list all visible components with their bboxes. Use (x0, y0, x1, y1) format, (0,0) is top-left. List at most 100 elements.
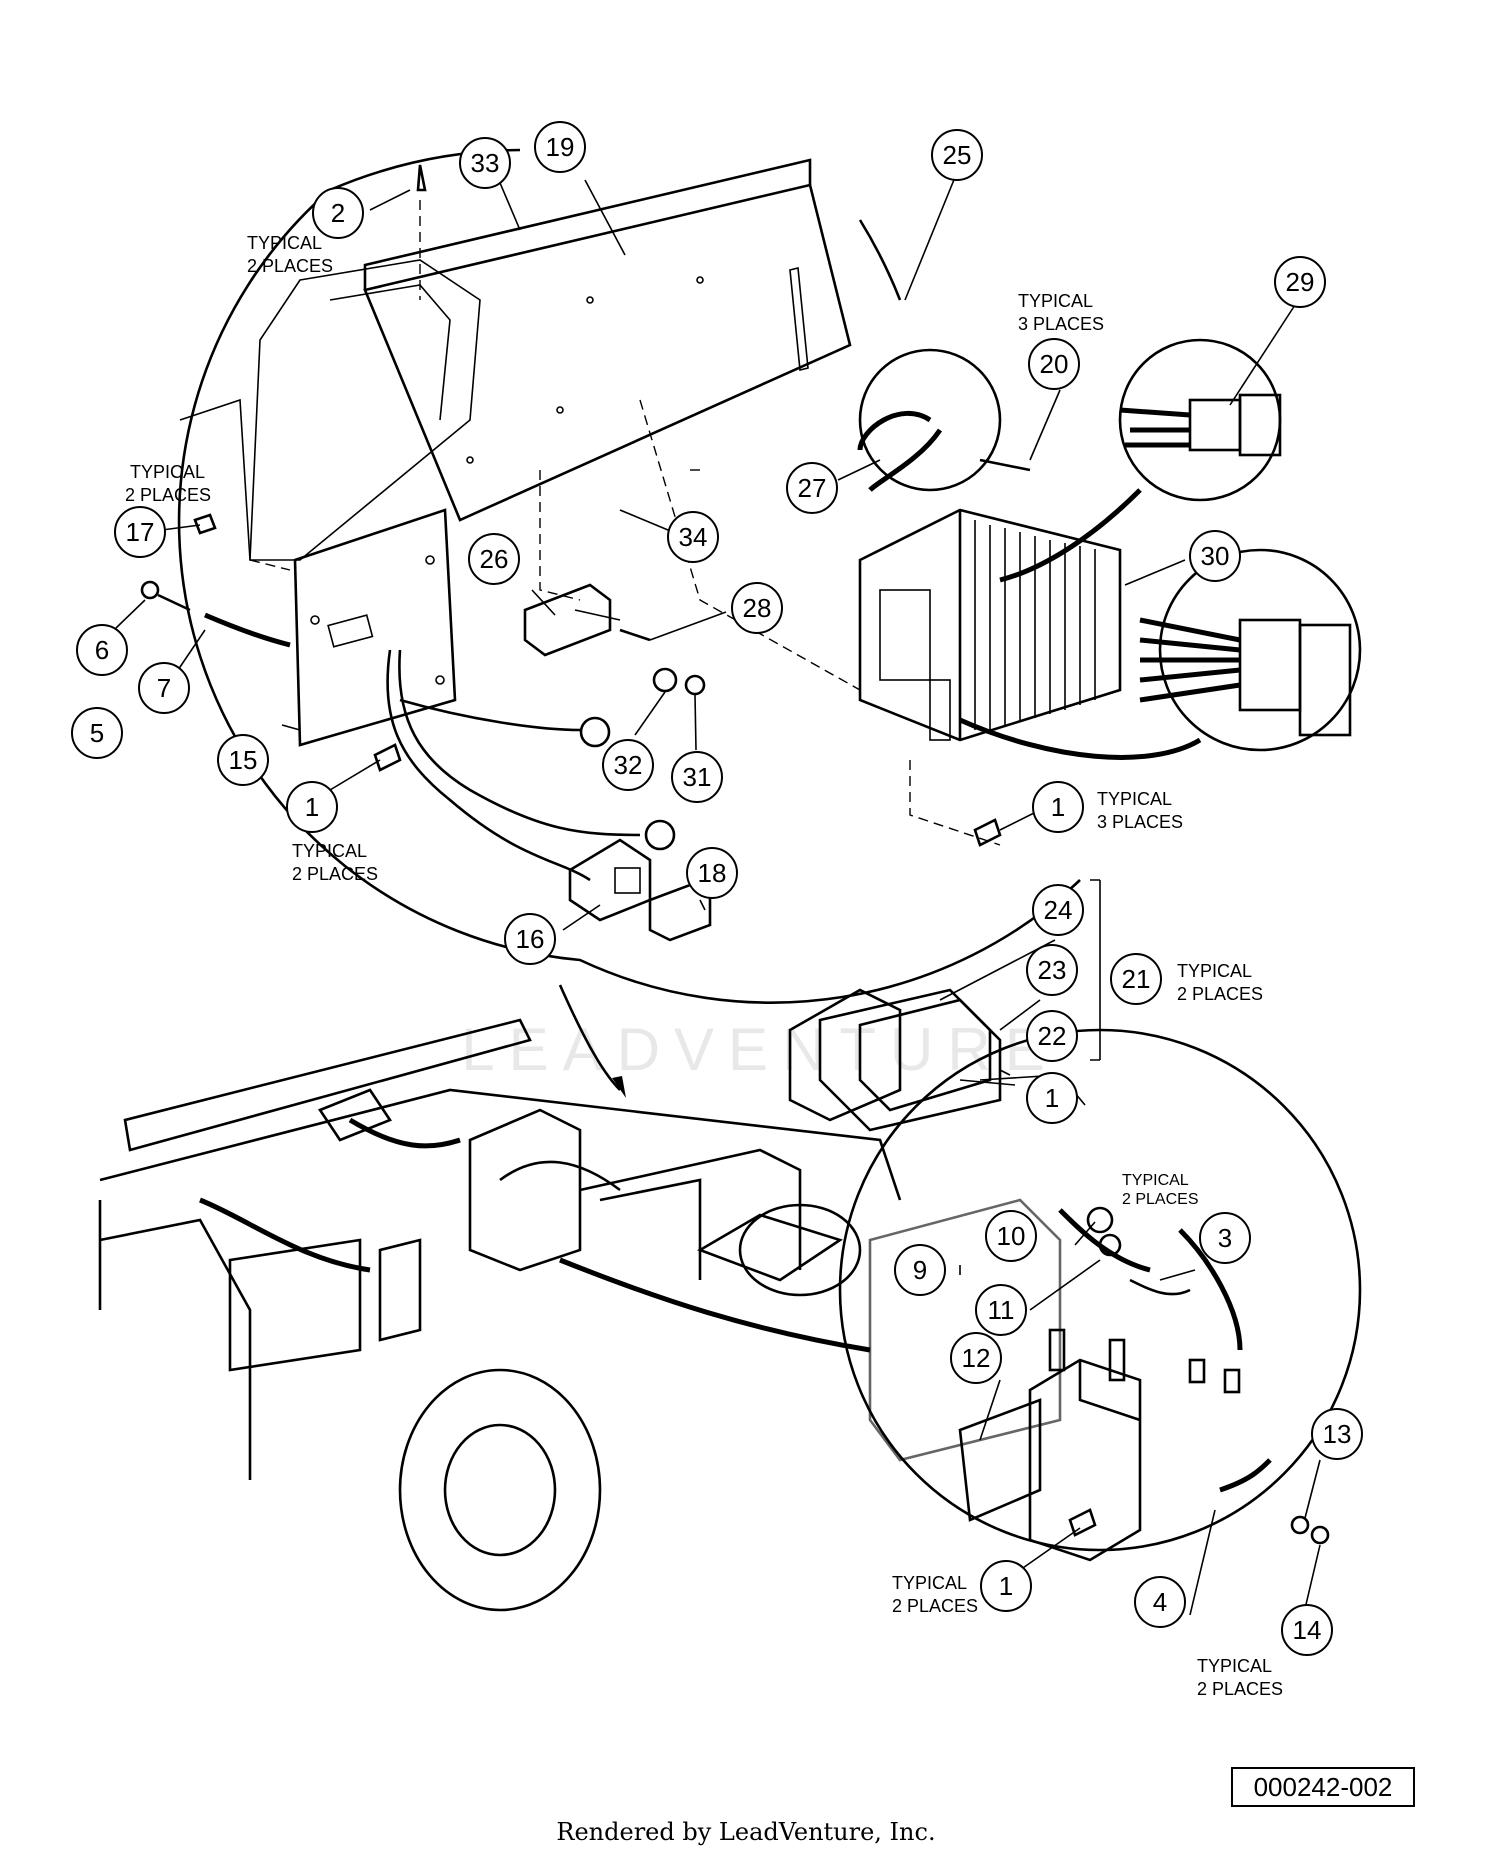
callout-24: 24 (1032, 884, 1084, 936)
callout-12: 12 (950, 1332, 1002, 1384)
callout-25: 25 (931, 129, 983, 181)
mounting-plate-19 (363, 158, 852, 522)
svg-text:33: 33 (471, 148, 500, 178)
controller-30 (858, 508, 1122, 742)
svg-text:25: 25 (943, 140, 972, 170)
callout-26: 26 (468, 533, 520, 585)
callout-32: 32 (602, 739, 654, 791)
svg-text:TYPICAL: TYPICAL (1177, 961, 1252, 981)
callout-22: 22 (1026, 1010, 1078, 1062)
callout-33: 33 (459, 137, 511, 189)
note-typical-3: TYPICAL 2 PLACES (1122, 1172, 1198, 1208)
svg-text:TYPICAL: TYPICAL (892, 1573, 967, 1593)
note-typical-1b: TYPICAL 3 PLACES (1097, 789, 1183, 832)
note-typical-2: TYPICAL 2 PLACES (247, 233, 333, 276)
svg-text:TYPICAL: TYPICAL (1097, 789, 1172, 809)
svg-text:2 PLACES: 2 PLACES (892, 1596, 978, 1616)
nut-31 (684, 674, 706, 696)
svg-text:TYPICAL: TYPICAL (1122, 1172, 1189, 1189)
callout-21: 21 (1110, 953, 1162, 1005)
note-typical-14: TYPICAL 2 PLACES (1197, 1656, 1283, 1699)
washer-32 (652, 667, 678, 693)
callout-1-c: 1 (1026, 1072, 1078, 1124)
svg-text:13: 13 (1323, 1419, 1352, 1449)
solenoid (1028, 1328, 1142, 1562)
svg-text:2 PLACES: 2 PLACES (125, 485, 211, 505)
note-typical-17: TYPICAL 2 PLACES (125, 462, 211, 505)
relay-26 (523, 583, 621, 657)
svg-text:7: 7 (157, 673, 171, 703)
watermark: LEADVENTURE (461, 1016, 1058, 1083)
svg-text:15: 15 (229, 745, 258, 775)
callout-3: 3 (1199, 1212, 1251, 1264)
svg-text:19: 19 (546, 132, 575, 162)
svg-text:TYPICAL: TYPICAL (292, 841, 367, 861)
callout-18: 18 (686, 847, 738, 899)
note-typical-20: TYPICAL 3 PLACES (1018, 291, 1104, 334)
callout-5: 5 (71, 707, 123, 759)
svg-text:2: 2 (331, 198, 345, 228)
callout-29: 29 (1274, 256, 1326, 308)
battery (228, 1238, 362, 1372)
callout-30: 30 (1189, 530, 1241, 582)
svg-text:3 PLACES: 3 PLACES (1018, 314, 1104, 334)
svg-text:23: 23 (1038, 955, 1067, 985)
note-typical-1a: TYPICAL 2 PLACES (292, 841, 378, 884)
callout-17: 17 (114, 506, 166, 558)
svg-text:6: 6 (95, 635, 109, 665)
wheel (398, 1368, 602, 1612)
callout-34: 34 (667, 511, 719, 563)
svg-text:10: 10 (997, 1221, 1026, 1251)
callout-23: 23 (1026, 944, 1078, 996)
callout-9: 9 (894, 1244, 946, 1296)
svg-text:27: 27 (798, 473, 827, 503)
svg-text:2 PLACES: 2 PLACES (292, 864, 378, 884)
svg-text:2 PLACES: 2 PLACES (1122, 1191, 1198, 1208)
top-detail-view (140, 148, 1081, 1004)
svg-text:34: 34 (679, 522, 708, 552)
callout-14: 14 (1281, 1604, 1333, 1656)
svg-text:3: 3 (1218, 1223, 1232, 1253)
svg-text:20: 20 (1040, 349, 1069, 379)
bolt-2 (416, 164, 427, 192)
svg-text:9: 9 (913, 1255, 927, 1285)
svg-text:29: 29 (1286, 267, 1315, 297)
callout-16: 16 (504, 913, 556, 965)
svg-text:2 PLACES: 2 PLACES (247, 256, 333, 276)
svg-text:1: 1 (1051, 792, 1065, 822)
svg-text:4: 4 (1153, 1587, 1167, 1617)
callout-31: 31 (671, 751, 723, 803)
svg-text:28: 28 (743, 593, 772, 623)
callout-1-b: 1 (1032, 781, 1084, 833)
callout-11: 11 (975, 1284, 1027, 1336)
svg-text:22: 22 (1038, 1021, 1067, 1051)
svg-text:2 PLACES: 2 PLACES (1197, 1679, 1283, 1699)
svg-text:TYPICAL: TYPICAL (247, 233, 322, 253)
svg-text:1: 1 (305, 792, 319, 822)
callout-4: 4 (1134, 1576, 1186, 1628)
callout-7: 7 (138, 662, 190, 714)
svg-text:1: 1 (1045, 1083, 1059, 1113)
callout-2: 2 (312, 187, 364, 239)
callout-28: 28 (731, 582, 783, 634)
nut-10 (1086, 1206, 1114, 1234)
svg-text:17: 17 (126, 517, 155, 547)
svg-text:26: 26 (480, 544, 509, 574)
callout-1-d: 1 (980, 1560, 1032, 1612)
washer-13 (1290, 1515, 1310, 1535)
svg-text:3 PLACES: 3 PLACES (1097, 812, 1183, 832)
svg-text:24: 24 (1044, 895, 1073, 925)
bracket-12 (958, 1398, 1042, 1522)
bolt-1 (373, 743, 402, 772)
solenoid-detail-view (838, 1028, 1362, 1562)
svg-text:21: 21 (1122, 964, 1151, 994)
svg-text:32: 32 (614, 750, 643, 780)
callout-20: 20 (1028, 338, 1080, 390)
svg-text:14: 14 (1293, 1615, 1322, 1645)
svg-text:TYPICAL: TYPICAL (130, 462, 205, 482)
svg-text:31: 31 (683, 762, 712, 792)
svg-text:5: 5 (90, 718, 104, 748)
svg-text:16: 16 (516, 924, 545, 954)
callout-1-a: 1 (286, 781, 338, 833)
